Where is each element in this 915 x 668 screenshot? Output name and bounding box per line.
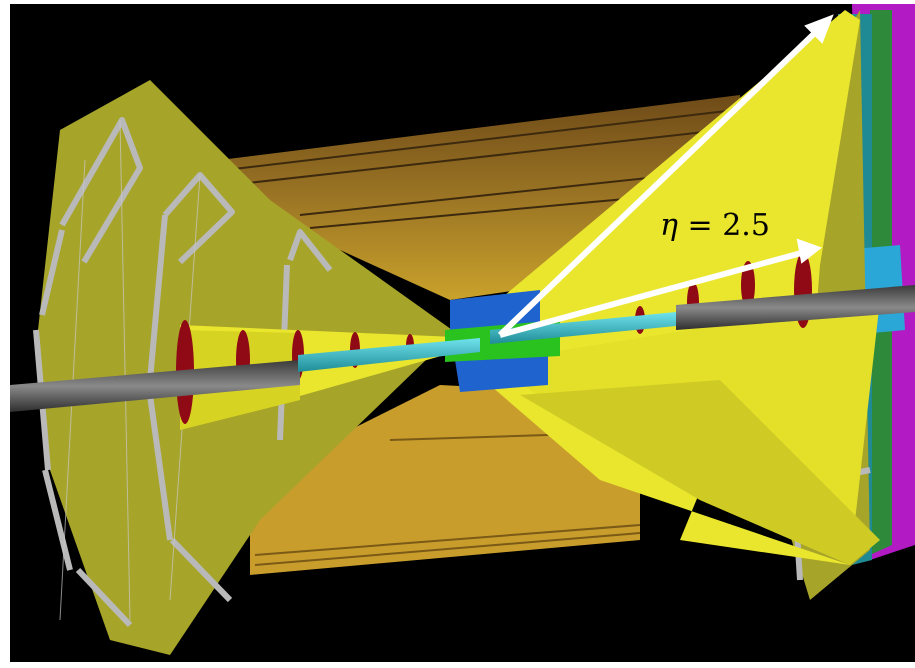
eta-arrow-1.1-head	[804, 14, 834, 44]
beam-pipe-left	[10, 360, 300, 412]
eta-value: = 1.1	[623, 26, 706, 61]
barrel-line	[254, 524, 641, 556]
eta-label-1: η = 1.1	[596, 26, 706, 61]
right-cone	[455, 10, 860, 565]
right-cone-shade	[520, 380, 880, 565]
eta-arrows	[497, 14, 834, 338]
barrel-line	[229, 127, 741, 186]
eta-symbol: η	[596, 26, 614, 61]
eta-symbol: η	[660, 208, 678, 243]
cyan-tube-left	[298, 338, 480, 372]
left-endcap-spokes	[33, 117, 333, 628]
barrel-line	[224, 109, 736, 171]
cyan-tube-right	[490, 312, 676, 344]
eta-arrow-2.5	[499, 249, 806, 338]
beam-pipe-right	[676, 285, 915, 330]
eta-label-2: η = 2.5	[660, 208, 770, 243]
eta-arrow-2.5-head	[796, 238, 823, 264]
barrel-line	[254, 532, 641, 566]
eta-arrow-1.1	[497, 25, 823, 338]
eta-value: = 2.5	[687, 208, 770, 243]
